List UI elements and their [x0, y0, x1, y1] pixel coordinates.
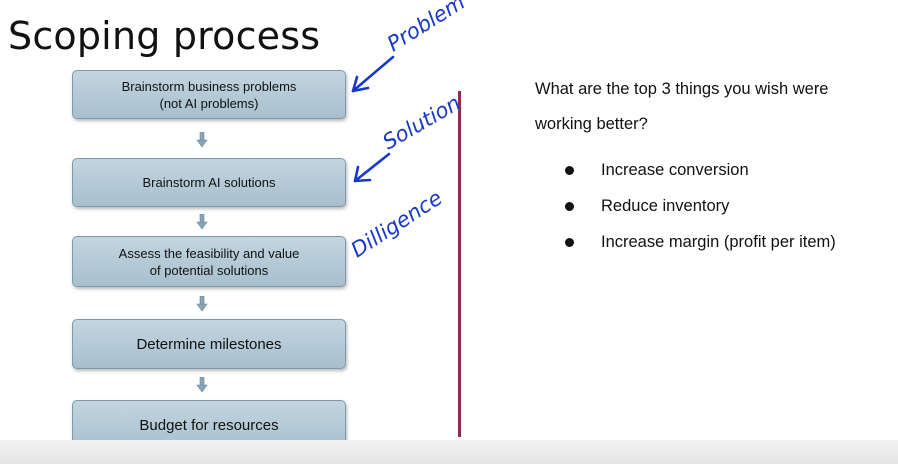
- step-text-line: Determine milestones: [136, 335, 282, 353]
- slide-title: Scoping process: [8, 14, 321, 58]
- step-text-line: Assess the feasibility and value: [118, 245, 300, 261]
- annotation-problem: Problem: [383, 0, 469, 56]
- bullet-text: Increase margin (profit per item): [601, 233, 836, 251]
- down-arrow-icon: [196, 377, 208, 393]
- bullet-dot-icon: [565, 202, 574, 211]
- step-brainstorm-ai-solutions: Brainstorm AI solutions: [72, 158, 346, 207]
- step-text-line: of potential solutions: [149, 262, 269, 278]
- step-brainstorm-business-problems: Brainstorm business problems (not AI pro…: [72, 70, 346, 119]
- down-arrow-icon: [196, 214, 208, 230]
- list-item: Reduce inventory: [565, 193, 836, 229]
- list-item: Increase conversion: [565, 157, 836, 193]
- question-line: What are the top 3 things you wish were: [535, 80, 829, 98]
- bullet-dot-icon: [565, 166, 574, 175]
- list-item: Increase margin (profit per item): [565, 229, 836, 265]
- arrow-to-problem-icon: [351, 55, 395, 93]
- question-line: working better?: [535, 115, 648, 133]
- down-arrow-icon: [196, 132, 208, 148]
- question-text: What are the top 3 things you wish were …: [535, 72, 895, 142]
- bullet-text: Increase conversion: [601, 161, 749, 179]
- bullet-text: Reduce inventory: [601, 197, 730, 215]
- down-arrow-icon: [196, 296, 208, 312]
- step-text-line: Budget for resources: [139, 417, 279, 434]
- step-text-line: Brainstorm business problems: [121, 78, 297, 94]
- step-assess-feasibility: Assess the feasibility and value of pote…: [72, 236, 346, 287]
- step-determine-milestones: Determine milestones: [72, 319, 346, 369]
- step-text-line: Brainstorm AI solutions: [142, 175, 276, 190]
- bottom-bar: [0, 440, 898, 464]
- annotation-solution: Solution: [379, 91, 465, 155]
- step-text-line: (not AI problems): [159, 95, 259, 111]
- bullet-dot-icon: [565, 238, 574, 247]
- bullet-list: Increase conversion Reduce inventory Inc…: [565, 157, 836, 265]
- vertical-divider: [458, 91, 461, 437]
- arrow-to-solution-icon: [353, 152, 391, 183]
- annotation-diligence: Dilligence: [347, 186, 447, 263]
